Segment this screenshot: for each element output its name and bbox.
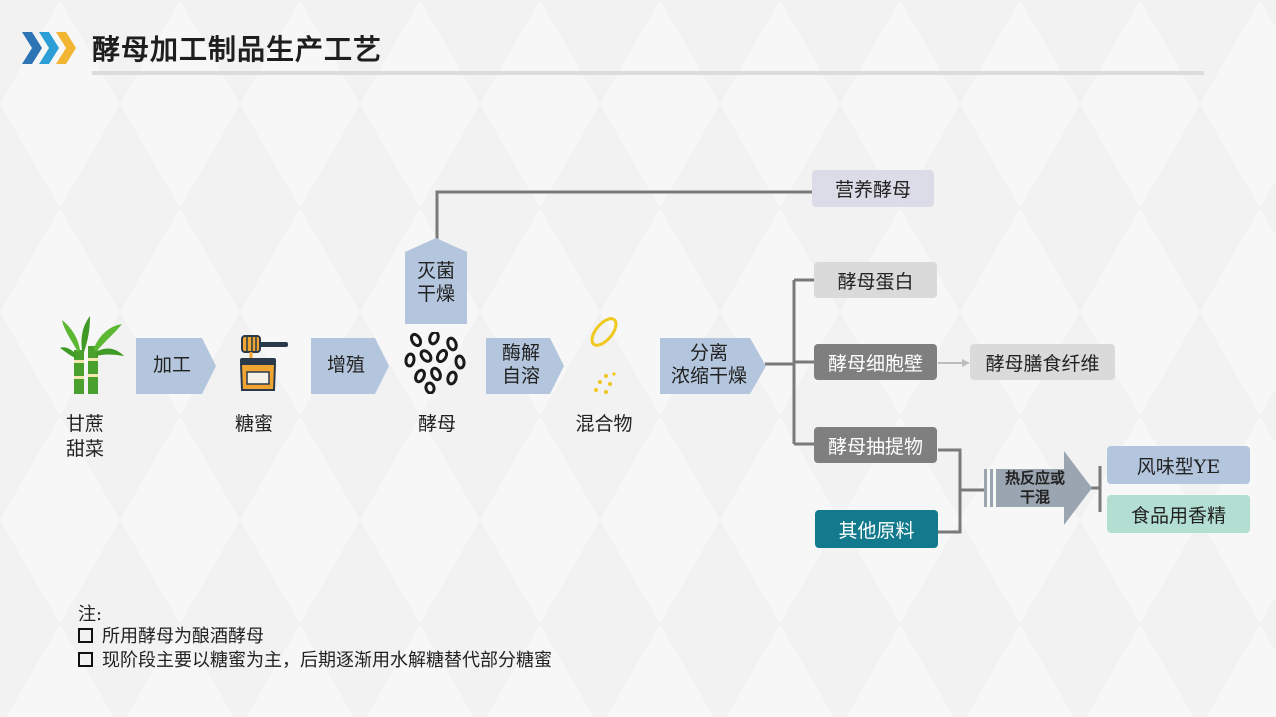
product-other-materials: 其他原料: [815, 510, 938, 548]
title-chevrons-icon: [22, 32, 76, 64]
note-item-text: 现阶段主要以糖蜜为主，后期逐渐用水解糖替代部分糖蜜: [102, 650, 552, 671]
stage-label-yeast: 酵母: [417, 413, 456, 435]
arrow-separate: 分离 浓缩干燥: [660, 338, 766, 394]
notes-heading: 注:: [78, 604, 103, 625]
product-food-flavor: 食品用香精: [1107, 495, 1250, 533]
product-yeast-extract: 酵母抽提物: [814, 427, 937, 463]
title-divider: [92, 71, 1204, 75]
note-item: 现阶段主要以糖蜜为主，后期逐渐用水解糖替代部分糖蜜: [78, 649, 552, 673]
stage-label-mixture: 混合物: [575, 413, 633, 435]
checkbox-icon: [78, 628, 93, 643]
arrow-sterilize-label: 灭菌 干燥: [416, 260, 455, 305]
stage-label-sugarcane: 甘蔗 甜菜: [65, 413, 104, 460]
arrow-proliferate: 增殖: [311, 338, 389, 394]
product-yeast-protein: 酵母蛋白: [814, 262, 937, 298]
page-title: 酵母加工制品生产工艺: [92, 33, 383, 66]
product-yeast-cell-wall: 酵母细胞壁: [814, 344, 937, 380]
arrow-proliferate-label: 增殖: [326, 354, 365, 376]
arrow-sterilize: 灭菌 干燥: [405, 238, 467, 324]
arrow-process-label: 加工: [152, 354, 191, 376]
product-flavor-ye: 风味型YE: [1107, 446, 1250, 484]
product-nutrition-yeast: 营养酵母: [812, 170, 934, 207]
stage-label-molasses: 糖蜜: [234, 413, 273, 435]
arrow-enzymolysis-label: 酶解 自溶: [501, 342, 540, 387]
note-item-text: 所用酵母为酿酒酵母: [102, 626, 264, 647]
mixture-icon: [590, 317, 618, 394]
checkbox-icon: [78, 652, 93, 667]
arrow-heat-reaction-label: 热反应或 干混: [1004, 469, 1065, 506]
sugarcane-icon: [60, 316, 124, 394]
arrow-heat-reaction: 热反应或 干混: [984, 451, 1092, 525]
product-yeast-fiber: 酵母膳食纤维: [970, 344, 1115, 380]
yeast-cells-icon: [404, 332, 466, 394]
arrow-separate-label: 分离 浓缩干燥: [670, 342, 747, 387]
note-item: 所用酵母为酿酒酵母: [78, 625, 264, 649]
molasses-jar-icon: [239, 335, 288, 391]
arrow-enzymolysis: 酶解 自溶: [486, 338, 564, 394]
arrow-process: 加工: [136, 338, 216, 394]
